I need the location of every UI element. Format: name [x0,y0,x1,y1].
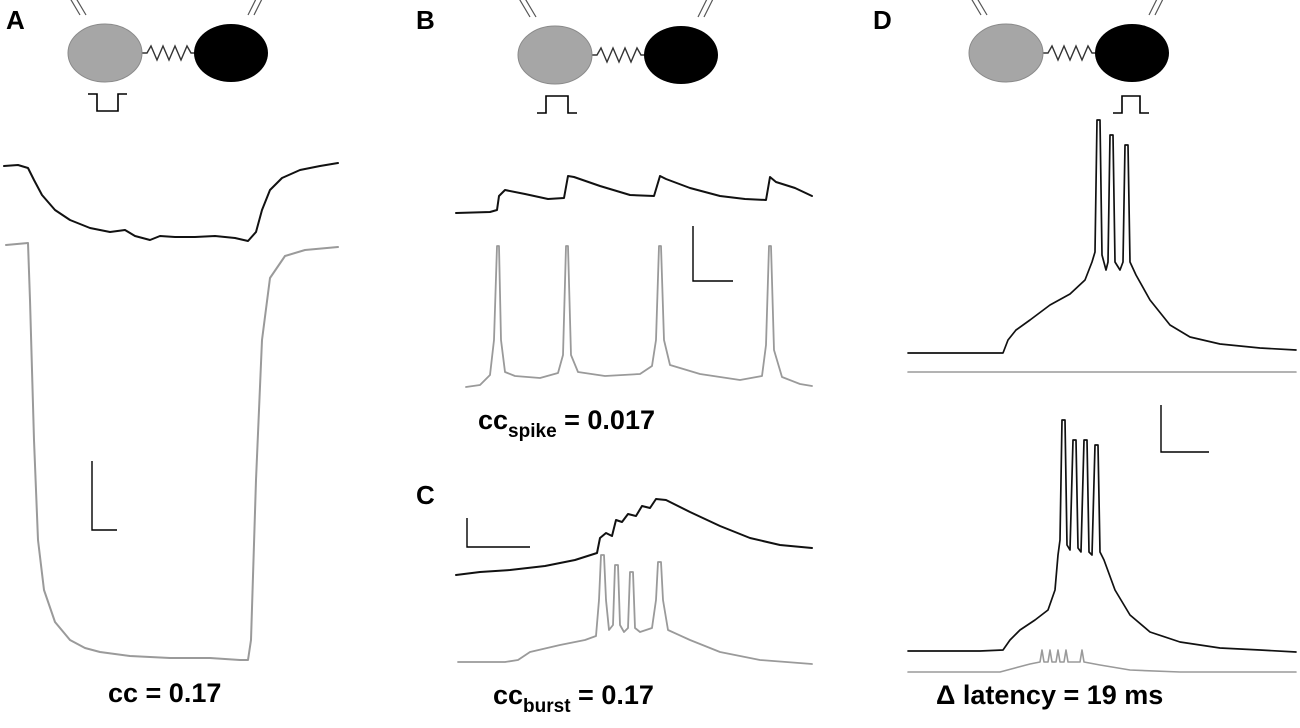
trace-a-black [3,162,339,242]
trace-d-top-black [907,119,1297,354]
scale-bar-b [692,226,733,282]
panel-c: C ccburst = 0.17 [416,480,813,717]
trace-b-black [455,175,813,214]
stimulus-pulse-d [1113,95,1149,114]
recorded-cell-a [194,24,268,82]
panel-b: B ccspike = 0.017 [416,0,813,442]
scale-bar-d [1160,405,1209,453]
panel-b-letter: B [416,5,435,35]
trace-d-bottom-gray [907,649,1297,673]
injected-cell-a [67,23,143,83]
panel-d-letter: D [873,5,892,35]
trace-c-black [455,498,813,576]
trace-c-gray [457,554,813,665]
panel-c-letter: C [416,480,435,510]
panel-a-letter: A [6,5,25,35]
panel-a: A cc = 0.17 [3,0,339,708]
panel-d: D Δ latency = 19 ms [873,0,1297,710]
scale-bar-c [466,518,530,548]
result-label-d: Δ latency = 19 ms [936,680,1163,710]
result-label-b: ccspike = 0.017 [478,405,655,442]
injected-cell-b [517,25,593,85]
trace-a-gray [5,242,339,661]
stimulus-pulse-a [88,93,127,112]
scale-bar-a [91,461,117,531]
cell-pair-diagram-d [961,0,1172,83]
stimulus-pulse-b [537,95,577,114]
recorded-cell-b [644,26,718,84]
trace-d-bottom-black [907,419,1297,653]
result-label-a: cc = 0.17 [108,678,221,708]
injected-cell-d [968,23,1044,83]
recorded-cell-d [1095,24,1169,82]
cell-pair-diagram-a [60,0,271,83]
trace-b-gray [465,245,813,388]
result-label-c: ccburst = 0.17 [493,680,654,717]
cell-pair-diagram-b [510,0,721,85]
